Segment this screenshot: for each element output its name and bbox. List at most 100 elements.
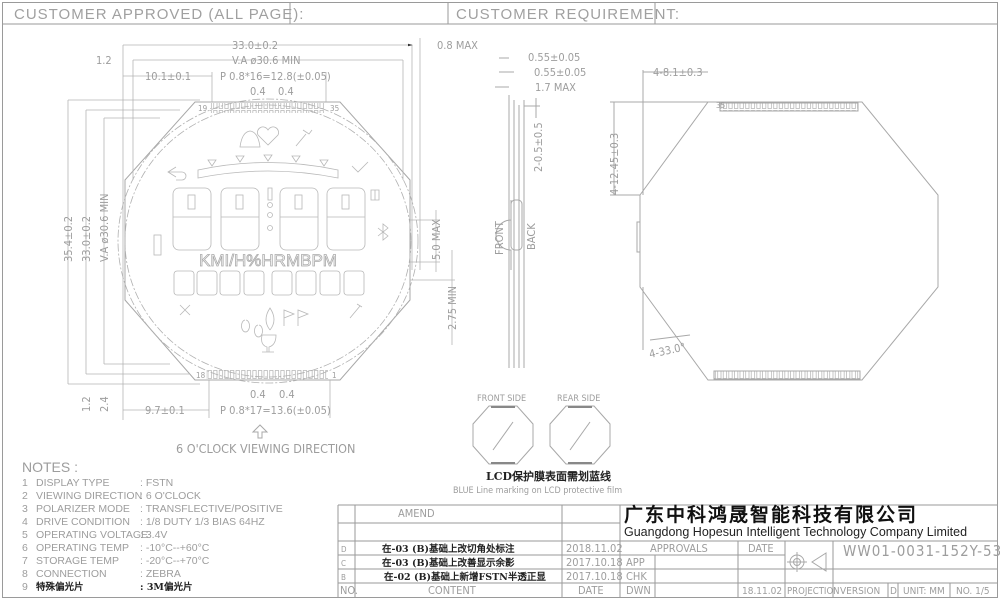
approvals-header: APPROVALS (650, 542, 708, 555)
revision-mark: B (341, 573, 346, 582)
svg-text:5: 5 (22, 529, 28, 541)
note-label: POLARIZER MODE (36, 503, 130, 515)
flame-icon (265, 307, 275, 331)
small-digits (173, 270, 365, 296)
film-rear-side-diagram (549, 405, 611, 465)
col-date-header: DATE (578, 584, 604, 597)
note-label: VIEWING DIRECTION (36, 490, 142, 502)
revision-date: 2017.10.18 (566, 556, 623, 569)
flag-icons (283, 309, 310, 326)
unit-label: UNIT: MM (903, 586, 945, 597)
dim-tab-gap: 2.75 MIN (446, 286, 459, 330)
rear-side-label: REAR SIDE (557, 394, 600, 404)
note-value: : 6 O'CLOCK (140, 490, 201, 502)
progress-bar-segments (197, 162, 339, 179)
back-view (610, 70, 939, 381)
revision-rows: D 在-03 (B)基础上改切角处标注 2018.11.02 C 在-03 (B… (341, 542, 623, 583)
svg-text:4: 4 (22, 516, 28, 528)
bluetooth-icon (377, 223, 389, 241)
film-front-side-diagram (472, 405, 534, 465)
dim-bottom-pin-width-b: 0.4 (279, 388, 295, 401)
note-value: : 1/8 DUTY 1/3 BIAS 64HZ (140, 516, 265, 528)
dim-back-glass: 0.55±0.05 (534, 66, 586, 79)
front-label: FRONT (493, 220, 506, 255)
dim-pin-width-b: 0.4 (278, 85, 294, 98)
note-value: : TRANSFLECTIVE/POSITIVE (140, 503, 283, 515)
dim-total-thickness: 1.7 MAX (535, 81, 576, 94)
dim-va-offset: 1.2 (96, 54, 112, 67)
note-label: STORAGE TEMP (36, 555, 119, 567)
revision-mark: C (341, 559, 346, 568)
dim-va-height: V.A ø30.6 MIN (98, 194, 111, 262)
customer-approved-label: CUSTOMER APPROVED (ALL PAGE): (14, 6, 304, 23)
arrow-markers (207, 154, 329, 167)
film-note-en: BLUE Line marking on LCD protective film (453, 486, 622, 496)
dim-top-pin-offset: 10.1±0.1 (145, 70, 191, 83)
side-view (495, 57, 540, 368)
note-value: : ZEBRA (140, 568, 181, 580)
revision-date: 2017.10.18 (566, 570, 623, 583)
film-note-cn: LCD保护膜表面需划蓝线 (486, 469, 611, 483)
pin-top-start-label: 19 (198, 104, 208, 113)
dwn-label: DWN (626, 584, 651, 597)
unit-segments: KMI/H%HRMBPM (199, 251, 337, 270)
svg-text:8: 8 (22, 568, 28, 580)
col-content-header: CONTENT (428, 584, 477, 597)
dim-bottom-pin-width-a: 0.4 (250, 388, 266, 401)
check-icon (351, 161, 369, 173)
note-value: : -20°C--+70°C (140, 555, 210, 567)
dim-bottom-offset-b: 2.4 (98, 396, 111, 412)
viewing-direction-arrow-icon (251, 424, 269, 439)
dim-va-width: V.A ø30.6 MIN (232, 54, 300, 67)
pin-top-end-label: 35 (330, 104, 339, 113)
revision-content: 在-03 (B)基础上改切角处标注 (382, 543, 515, 555)
note-label: OPERATING VOLTAGE (36, 529, 148, 541)
bell-icon (239, 130, 261, 148)
dim-bottom-pin-offset: 9.7±0.1 (145, 404, 185, 417)
version-value: D (890, 586, 897, 597)
dim-top-pitch: P 0.8*16=12.8(±0.05) (220, 70, 331, 83)
back-pin-label: 35 (716, 101, 725, 110)
customer-requirement-label: CUSTOMER REQUIREMENT: (456, 6, 680, 23)
dim-bottom-offset-a: 1.2 (80, 396, 93, 412)
drawing-number: WW01-0031-152Y-53 (843, 542, 1000, 560)
front-view: 19 35 18 1 KMI/H%HRMBPM (117, 98, 419, 384)
projection-symbol-icon (787, 552, 827, 572)
dim-step: 2-0.5±0.5 (532, 122, 545, 172)
note-label: CONNECTION (36, 568, 107, 580)
front-side-label: FRONT SIDE (477, 394, 526, 404)
amend-header: AMEND (398, 507, 435, 520)
dim-pin-width-a: 0.4 (250, 85, 266, 98)
top-pins (210, 103, 325, 113)
note-label: OPERATING TEMP (36, 542, 129, 554)
tool-icon (349, 303, 363, 319)
dim-chamfer-angle: 4-33.0° (648, 341, 687, 361)
cross-icon (179, 304, 191, 316)
note-value: : 3M偏光片 (140, 581, 192, 593)
svg-text:1: 1 (22, 477, 28, 489)
app-label: APP (626, 556, 645, 569)
company-name-cn: 广东中科鸿晟智能科技有限公司 (624, 503, 918, 526)
revision-date: 2018.11.02 (566, 542, 623, 555)
chk-label: CHK (626, 570, 647, 583)
dim-chamfer-height: 4-12.45±0.3 (608, 133, 621, 195)
trophy-icon (261, 334, 277, 353)
title-block-grid (337, 504, 997, 597)
revision-content: 在-03 (B)基础上改善显示余影 (382, 557, 515, 569)
back-label: BACK (525, 223, 538, 250)
svg-text:7: 7 (22, 555, 28, 567)
note-value: : 3.4V (140, 529, 167, 541)
company-name-en: Guangdong Hopesun Intelligent Technology… (624, 525, 967, 539)
note-label: DRIVE CONDITION (36, 516, 130, 528)
approvals-date-header: DATE (748, 542, 774, 555)
dim-thickness: 0.8 MAX (437, 39, 478, 52)
revision-mark: D (341, 545, 347, 554)
notes-title: NOTES : (22, 459, 78, 475)
dim-chamfer-width: 4-8.1±0.3 (653, 66, 703, 79)
wrench-icon (295, 129, 313, 147)
dim-overall-height: 35.4±0.2 (62, 216, 75, 262)
bottom-pins (206, 370, 328, 380)
svg-text:3: 3 (22, 503, 28, 515)
